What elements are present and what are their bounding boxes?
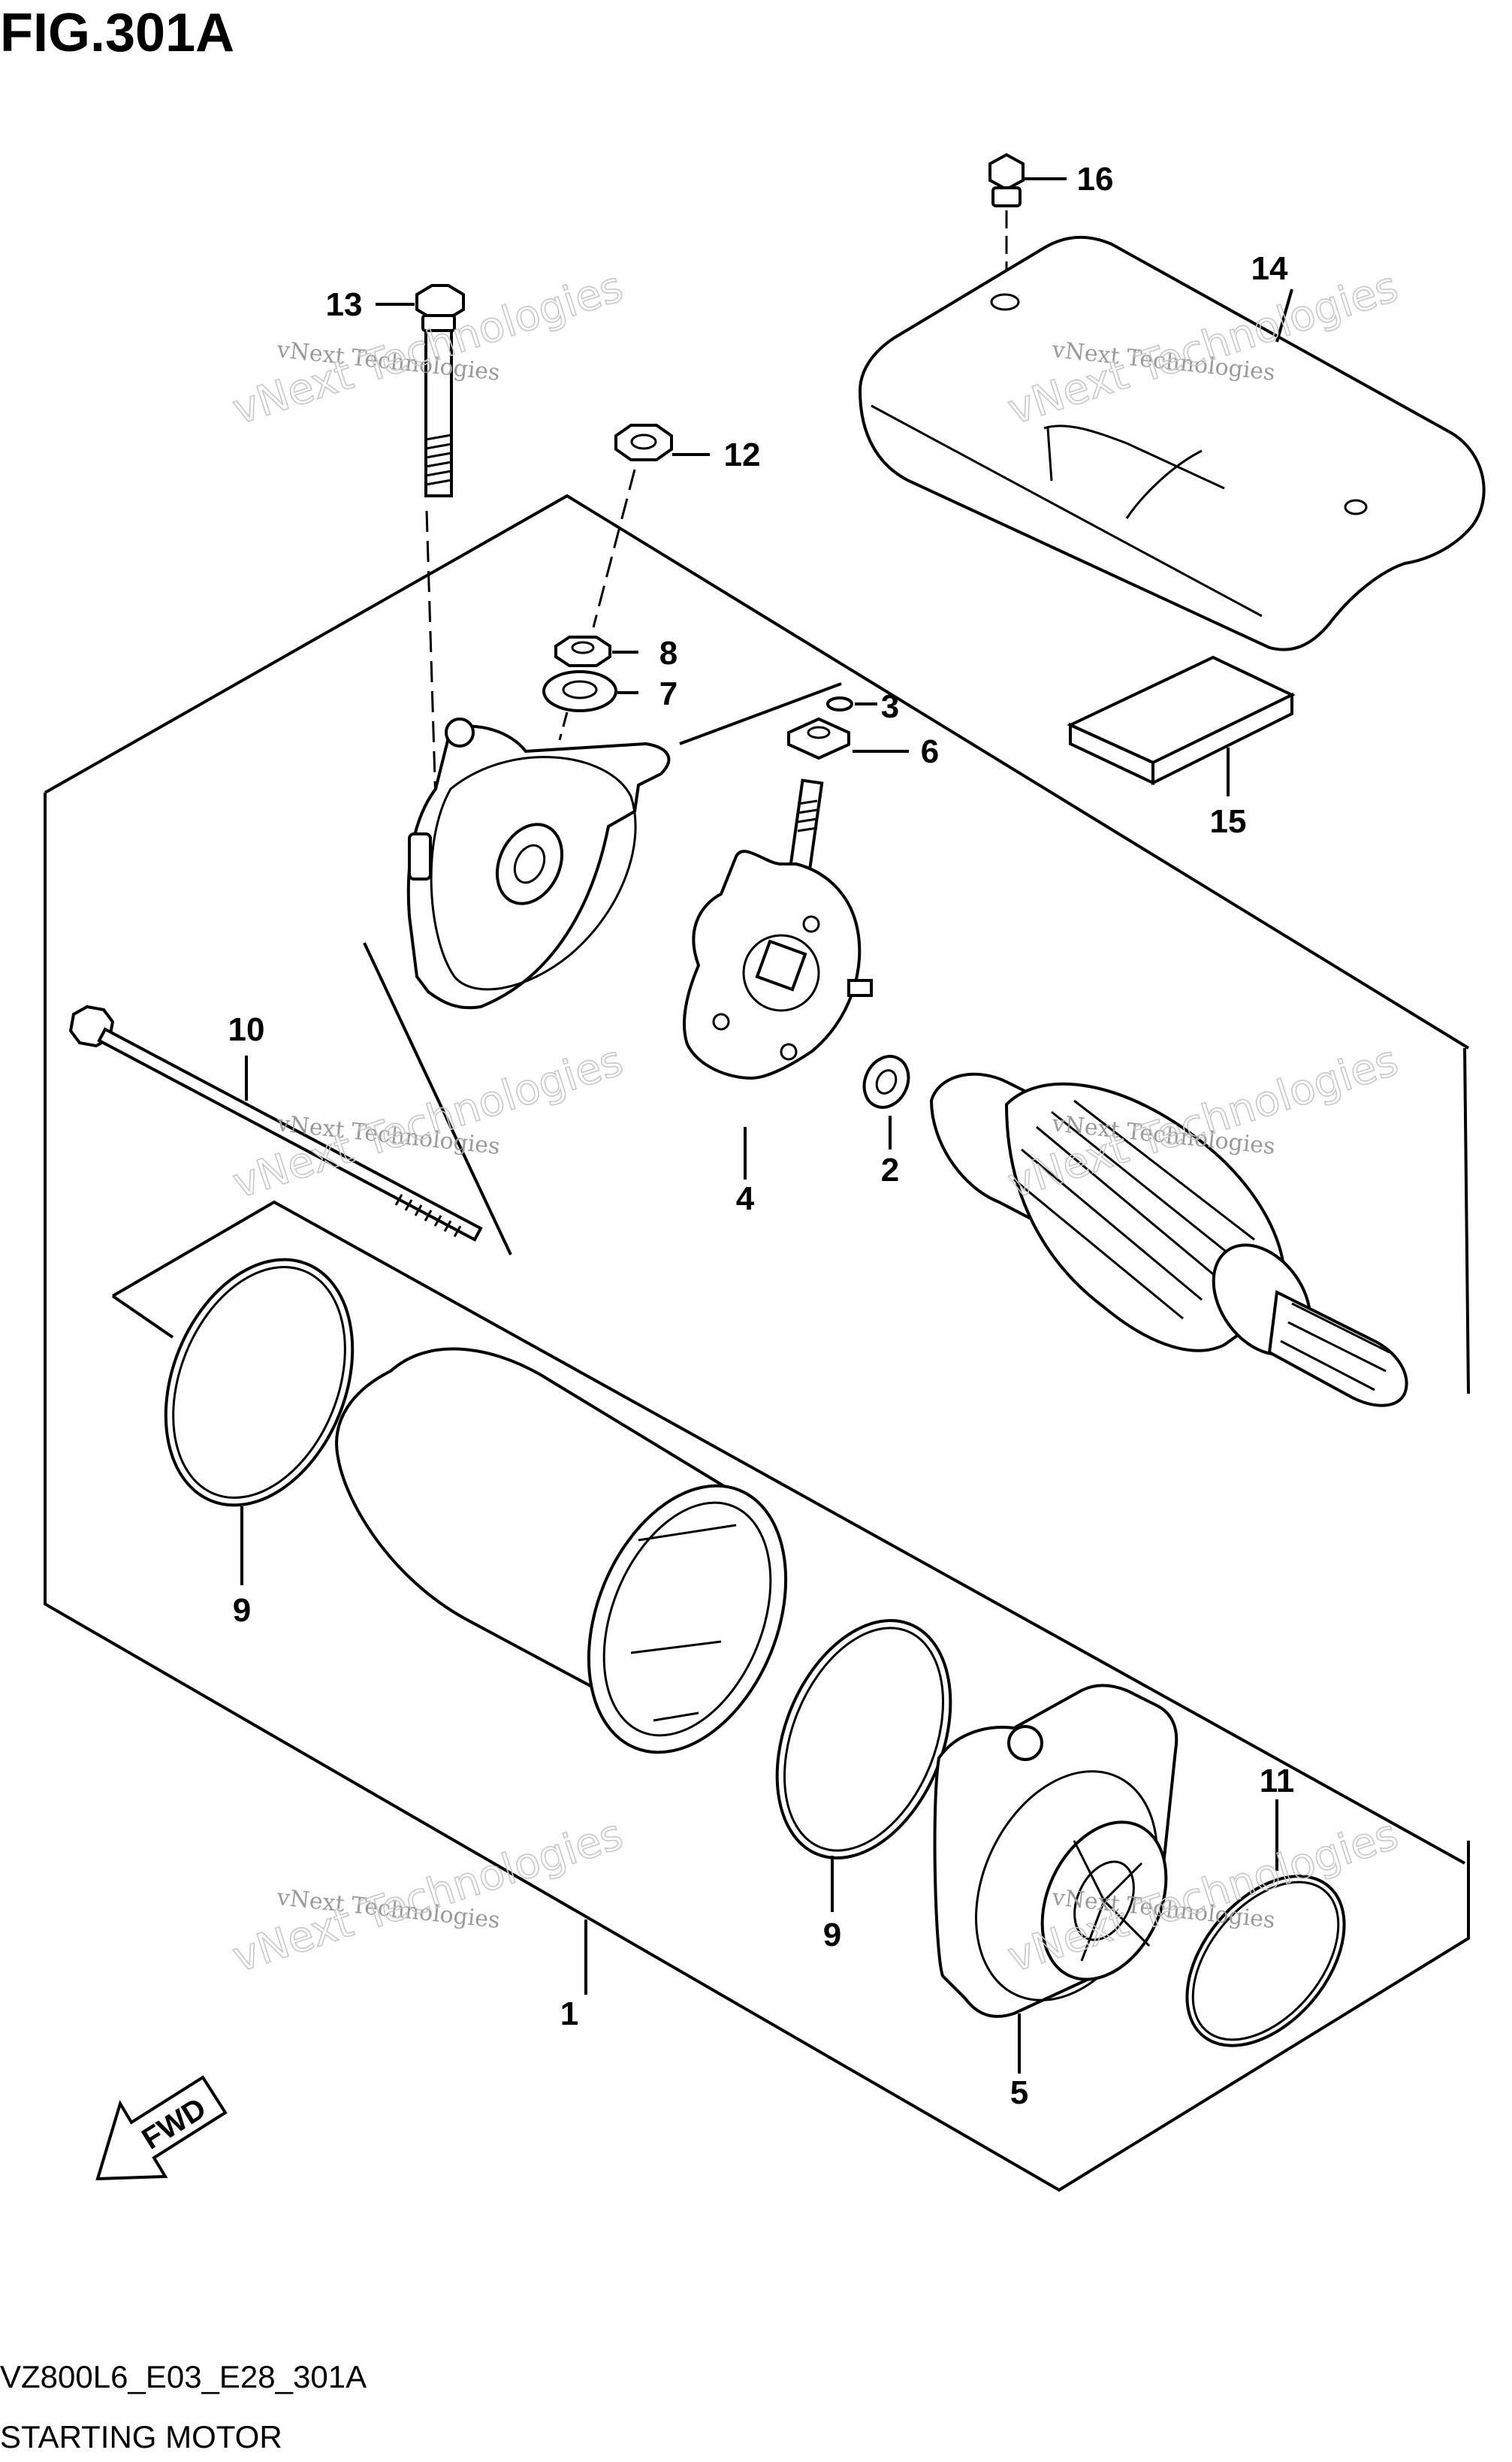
rear-bracket-part — [406, 717, 671, 1010]
o-ring-part-left — [164, 1258, 355, 1585]
bolt-long-part — [68, 1004, 483, 1242]
washer-part — [862, 1055, 910, 1149]
housing-end-part — [933, 1684, 1179, 2074]
callout-6: 6 — [921, 733, 939, 770]
callout-12: 12 — [724, 437, 761, 473]
nut-terminal-part — [554, 636, 638, 667]
armature-part — [929, 1072, 1408, 1407]
callout-7: 7 — [659, 675, 678, 712]
brush-holder-part — [682, 778, 873, 1180]
bolt-cover-part — [988, 153, 1067, 278]
callout-4: 4 — [736, 1180, 755, 1217]
assembly-frame — [44, 494, 1470, 2192]
figure-code: VZ800L6_E03_E28_301A — [0, 2359, 367, 2394]
callout-9-middle: 9 — [823, 1917, 841, 1953]
cushion-part — [1067, 655, 1296, 796]
callout-13: 13 — [326, 286, 363, 323]
forward-arrow-icon: FWD — [95, 2075, 228, 2181]
callout-5: 5 — [1010, 2074, 1028, 2111]
callout-10: 10 — [228, 1011, 265, 1048]
callout-1: 1 — [560, 1995, 578, 2032]
callout-9-left: 9 — [233, 1592, 251, 1629]
o-ring-part-middle — [775, 1619, 952, 1912]
callout-11: 11 — [1260, 1763, 1295, 1799]
nut-cap-part — [592, 424, 710, 628]
figure-name: STARTING MOTOR — [0, 2419, 282, 2454]
part-callouts: 1 2 3 4 5 6 7 8 9 9 10 11 12 13 14 15 16 — [228, 161, 1295, 2111]
callout-2: 2 — [881, 1152, 899, 1189]
bolt-flange-part — [376, 284, 465, 805]
callout-16: 16 — [1077, 161, 1114, 198]
o-ring-small-part — [826, 696, 877, 711]
terminal-insulator-part — [787, 717, 909, 760]
washer-terminal-part — [542, 670, 638, 741]
callout-15: 15 — [1210, 803, 1247, 840]
o-ring-end-part — [1185, 1799, 1346, 2047]
callout-8: 8 — [659, 635, 678, 672]
figure-title: FIG.301A — [0, 3, 234, 63]
cover-part — [858, 235, 1486, 651]
callout-3: 3 — [881, 688, 899, 725]
motor-yoke-part — [335, 1347, 788, 1995]
callout-14: 14 — [1251, 250, 1288, 287]
